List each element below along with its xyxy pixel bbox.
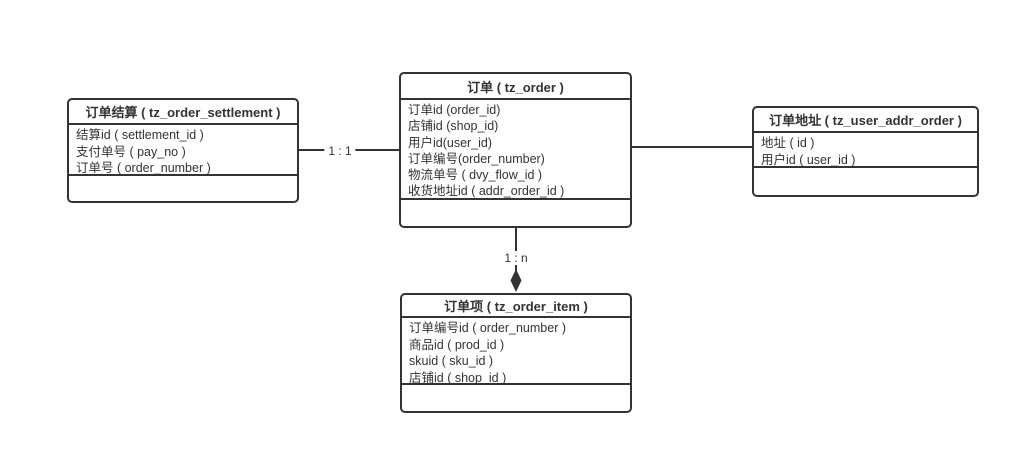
field-list: 订单id (order_id) 店铺id (shop_id) 用户id(user… [401, 100, 630, 200]
field-row: skuid ( sku_id ) [409, 354, 494, 368]
field-row: 用户id ( user_id ) [761, 152, 856, 167]
table-order-item: 订单项 ( tz_order_item ) 订单编号id ( order_num… [400, 293, 632, 413]
field-list: 订单编号id ( order_number ) 商品id ( prod_id )… [402, 318, 630, 385]
table-title: 订单项 ( tz_order_item ) [402, 295, 630, 318]
field-row: 订单号 ( order_number ) [76, 161, 211, 175]
field-list: 结算id ( settlement_id ) 支付单号 ( pay_no ) 订… [69, 125, 297, 176]
field-row: 收货地址id ( addr_order_id ) [408, 184, 565, 199]
table-footer-empty [402, 385, 630, 411]
table-footer-empty [401, 200, 630, 226]
table-title: 订单地址 ( tz_user_addr_order ) [754, 108, 977, 133]
table-order: 订单 ( tz_order ) 订单id (order_id) 店铺id (sh… [399, 72, 632, 228]
table-footer-empty [754, 168, 977, 195]
relation-label-one-to-many: 1 : n [500, 251, 532, 265]
field-row: 支付单号 ( pay_no ) [76, 144, 186, 159]
field-row: 地址 ( id ) [761, 136, 815, 150]
field-row: 订单编号id ( order_number ) [409, 321, 566, 335]
table-title: 订单结算 ( tz_order_settlement ) [69, 100, 297, 125]
field-row: 店铺id ( shop_id ) [409, 370, 507, 385]
field-row: 订单编号(order_number) [408, 151, 545, 166]
field-row: 用户id(user_id) [408, 135, 493, 150]
relation-label-one-to-one: 1 : 1 [324, 144, 356, 158]
table-footer-empty [69, 176, 297, 201]
field-row: 物流单号 ( dvy_flow_id ) [408, 168, 543, 183]
field-row: 店铺id (shop_id) [408, 119, 499, 134]
field-list: 地址 ( id ) 用户id ( user_id ) [754, 133, 977, 168]
table-user-addr-order: 订单地址 ( tz_user_addr_order ) 地址 ( id ) 用户… [752, 106, 979, 197]
field-row: 商品id ( prod_id ) [409, 337, 505, 352]
table-title: 订单 ( tz_order ) [401, 74, 630, 100]
field-row: 订单id (order_id) [408, 103, 501, 117]
diamond-arrow-icon [510, 269, 522, 292]
field-row: 结算id ( settlement_id ) [76, 128, 204, 142]
table-order-settlement: 订单结算 ( tz_order_settlement ) 结算id ( sett… [67, 98, 299, 203]
